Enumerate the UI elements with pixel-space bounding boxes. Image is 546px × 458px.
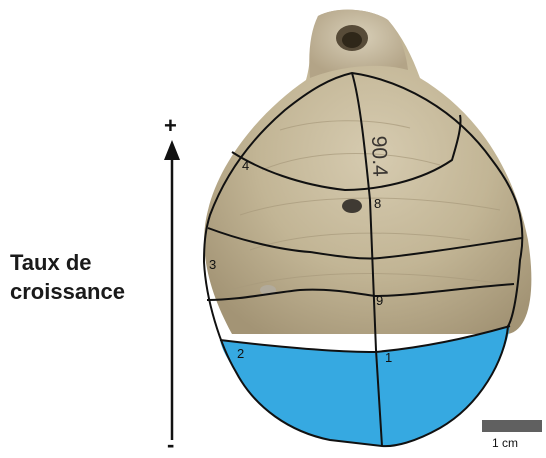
scale-bar <box>482 420 542 432</box>
region-label-3: 3 <box>209 257 216 272</box>
axis-title-line1: Taux de <box>10 248 160 277</box>
region-label-9: 9 <box>376 293 383 308</box>
axis-plus-symbol: + <box>164 113 177 139</box>
region-label-1: 1 <box>385 350 392 365</box>
growth-rate-arrow <box>164 140 180 440</box>
axis-title: Taux de croissance <box>10 248 160 306</box>
axis-minus-symbol: - <box>167 432 174 458</box>
specimen-inscription: 90.4 <box>367 135 391 177</box>
region-label-4: 4 <box>242 158 249 173</box>
region-label-2: 2 <box>237 346 244 361</box>
scale-bar-label: 1 cm <box>492 436 518 450</box>
axis-title-line2: croissance <box>10 277 160 306</box>
region-label-8: 8 <box>374 196 381 211</box>
